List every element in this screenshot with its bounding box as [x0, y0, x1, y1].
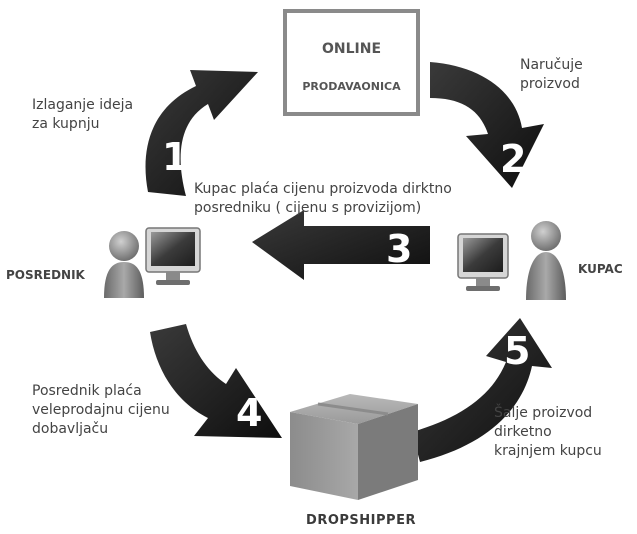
- step-1-number: 1: [162, 135, 188, 179]
- step-2-number: 2: [500, 137, 526, 181]
- store-subtitle: PRODAVAONICA: [302, 80, 401, 93]
- step-4-line-2: veleprodajnu cijenu: [32, 402, 170, 418]
- step-5-text: Šalje proizvod dirketno krajnjem kupcu: [494, 404, 602, 461]
- dropshipper-label: DROPSHIPPER: [306, 513, 416, 528]
- curved-arrow-icon: [150, 324, 282, 438]
- box-front: [290, 412, 358, 500]
- step-4-number: 4: [236, 391, 262, 435]
- online-store-box: ONLINE PRODAVAONICA: [283, 9, 420, 116]
- monitor-base: [156, 280, 190, 285]
- person-icon: [109, 231, 139, 261]
- step-3-text: Kupac plaća cijenu proizvoda dirktno pos…: [194, 180, 452, 218]
- monitor-screen: [463, 238, 503, 272]
- curved-arrow-icon: [430, 62, 544, 188]
- cardboard-box-icon: [290, 394, 418, 500]
- monitor-stand: [166, 272, 180, 280]
- step-2-line-1: Naručuje: [520, 57, 583, 73]
- step-5-number: 5: [504, 329, 530, 373]
- monitor-screen: [151, 232, 195, 266]
- posrednik-label: POSREDNIK: [6, 268, 85, 282]
- kupac-figure: [457, 221, 566, 300]
- step-3-number: 3: [386, 227, 412, 271]
- step-5-line-1: Šalje proizvod: [494, 405, 593, 421]
- step-4-text: Posrednik plaća veleprodajnu cijenu doba…: [32, 382, 170, 439]
- box-tape: [317, 402, 389, 416]
- step-4-line-1: Posrednik plaća: [32, 383, 142, 399]
- monitor-base: [466, 286, 500, 291]
- step-4-arrow: [150, 324, 282, 438]
- straight-arrow-icon: [252, 210, 430, 280]
- step-3-line-1: Kupac plaća cijenu proizvoda dirktno: [194, 181, 452, 197]
- step-1-arrow: [145, 70, 258, 196]
- box-side: [358, 404, 418, 500]
- person-body: [526, 252, 566, 300]
- step-4-line-3: dobavljaču: [32, 421, 109, 437]
- step-2-line-2: proizvod: [520, 76, 580, 92]
- step-1-text: Izlaganje ideja za kupnju: [32, 96, 133, 134]
- curved-arrow-icon: [145, 70, 258, 196]
- step-5-line-2: dirketno: [494, 424, 552, 440]
- step-3-arrow: [252, 210, 430, 280]
- step-1-line-1: Izlaganje ideja: [32, 97, 134, 113]
- person-body: [104, 262, 144, 298]
- store-title: ONLINE: [321, 41, 382, 57]
- step-5-arrow: [412, 318, 552, 462]
- curved-arrow-icon: [412, 318, 552, 462]
- step-2-text: Naručuje proizvod: [520, 56, 583, 94]
- step-5-line-3: krajnjem kupcu: [494, 443, 602, 459]
- step-2-arrow: [430, 62, 544, 188]
- person-icon: [531, 221, 561, 251]
- posrednik-figure: [104, 227, 201, 298]
- step-3-line-2: posredniku ( cijenu s provizijom): [194, 200, 422, 216]
- kupac-label: KUPAC: [578, 262, 623, 276]
- monitor-stand: [476, 278, 490, 286]
- step-1-line-2: za kupnju: [32, 116, 100, 132]
